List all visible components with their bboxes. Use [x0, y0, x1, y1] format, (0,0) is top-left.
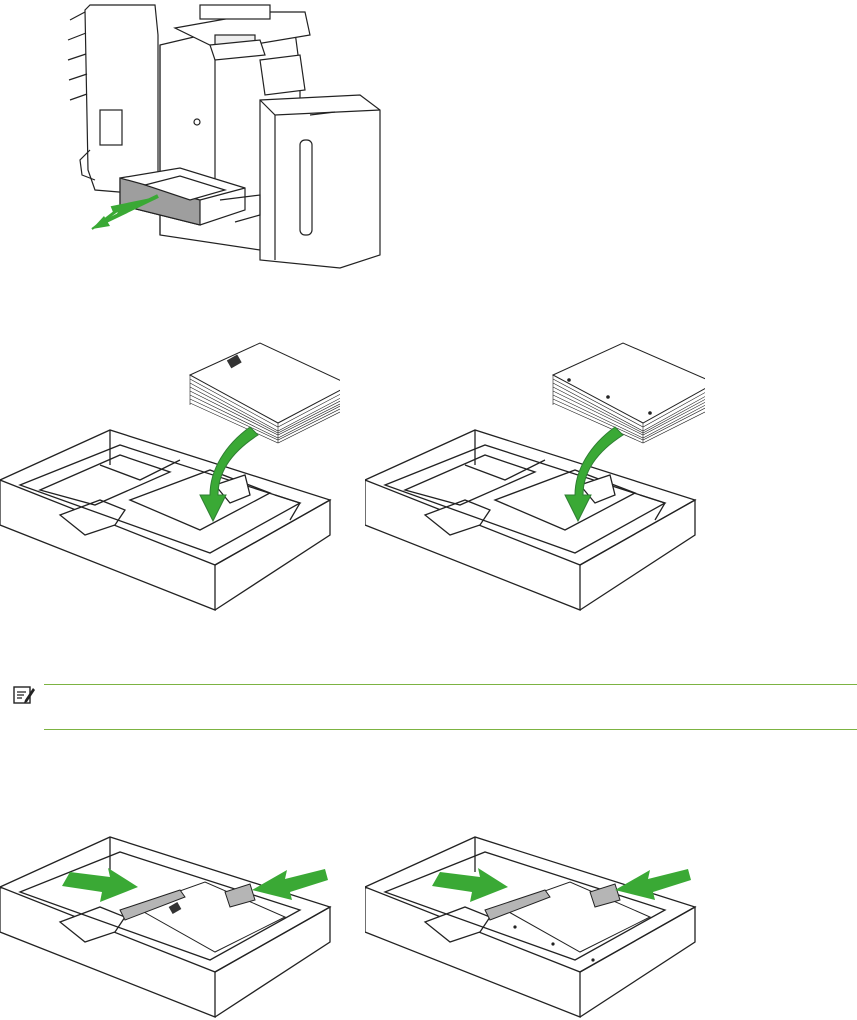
printer-figure — [60, 0, 390, 275]
punch-hole-icon — [567, 378, 571, 382]
punch-hole-icon — [606, 395, 610, 399]
punch-hole-icon — [591, 958, 594, 961]
load-paper-figure-logo — [0, 335, 340, 615]
note-block — [0, 684, 857, 730]
note-top-rule — [44, 684, 857, 685]
guide-arrow-right-icon — [62, 868, 138, 902]
guide-arrow-left-icon — [615, 869, 691, 900]
adjust-guides-figure-logo — [0, 832, 340, 1020]
adjust-guides-figure-prepunched — [365, 832, 705, 1020]
guide-arrow-right-icon — [432, 868, 508, 902]
punch-hole-icon — [551, 942, 554, 945]
punch-hole-icon — [648, 411, 652, 415]
note-bottom-rule — [44, 729, 857, 730]
note-icon — [12, 684, 36, 706]
guide-arrow-left-icon — [252, 869, 328, 900]
punch-hole-icon — [513, 925, 516, 928]
load-paper-figure-prepunched — [365, 335, 705, 615]
